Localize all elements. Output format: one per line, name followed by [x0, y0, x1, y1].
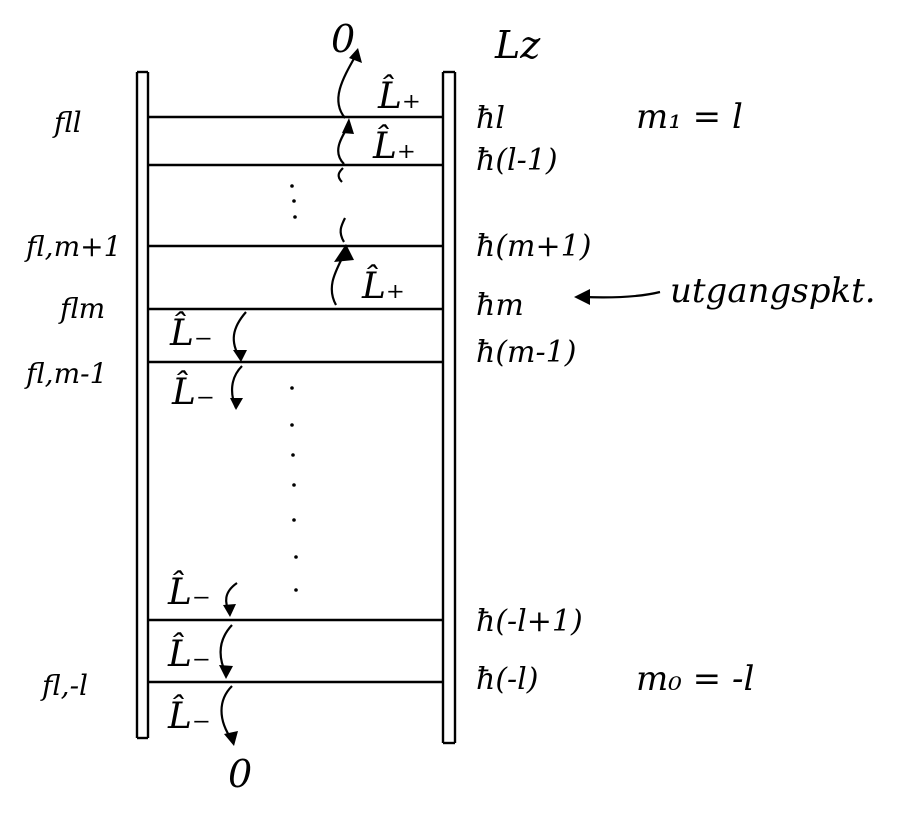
right-label-minus-l-plus-1: ħ(-l+1) [476, 604, 583, 639]
lower-arrow-to-minus-l [219, 624, 233, 679]
raise-op-m: L̂₊ [361, 264, 405, 307]
m0-label: m₀ = -l [636, 659, 754, 699]
left-label-m-minus-1: fl,m-1 [24, 357, 107, 390]
right-label-top-minus-1: ħ(l-1) [476, 143, 558, 178]
lower-op-bottom: L̂₋ [167, 694, 211, 737]
lower-arrow-to-minus-l-plus-1 [223, 582, 238, 617]
null-bottom: 0 [228, 752, 252, 796]
annotation-arrow [574, 289, 661, 305]
right-label-m-plus-1: ħ(m+1) [476, 229, 591, 264]
lower-op-minus-l-plus-1: L̂₋ [167, 570, 211, 613]
raise-arrow-from-m [330, 244, 354, 306]
raise-arrow-l-minus-1 [337, 118, 354, 165]
lower-arrow-from-m-minus-1 [230, 365, 243, 410]
left-label-m-plus-1: fl,m+1 [24, 230, 121, 263]
right-wall [441, 70, 457, 745]
raise-arrow-m-minus-1-small [337, 167, 344, 183]
ellipsis-upper [290, 184, 297, 219]
raise-op-l-minus-1: L̂₊ [372, 124, 416, 167]
right-label-top: ħl [476, 101, 505, 136]
right-label-m: ħm [476, 288, 524, 323]
lower-op-m-minus-1: L̂₋ [171, 370, 215, 413]
lower-op-m: L̂₋ [169, 311, 213, 354]
annotation-text: utgangspkt. [670, 271, 876, 311]
right-label-m-minus-1: ħ(m-1) [476, 335, 576, 370]
axis-label: Lz [494, 23, 541, 67]
raise-arrow-m-plus-1-stub [339, 217, 346, 243]
lower-arrow-from-m [232, 311, 247, 362]
null-top: 0 [331, 17, 355, 61]
left-label-top: fll [52, 106, 82, 139]
m1-label: m₁ = l [636, 97, 743, 137]
left-label-m: flm [58, 292, 105, 325]
lower-op-minus-l: L̂₋ [167, 632, 211, 675]
ellipsis-lower [290, 386, 298, 592]
left-wall [135, 70, 150, 740]
right-label-minus-l: ħ(-l) [476, 662, 538, 697]
raise-op-top: L̂₊ [377, 74, 421, 117]
raise-arrow-to-zero [337, 48, 362, 119]
lower-arrow-to-zero [220, 685, 238, 746]
left-label-bottom: fl,-l [40, 669, 88, 702]
